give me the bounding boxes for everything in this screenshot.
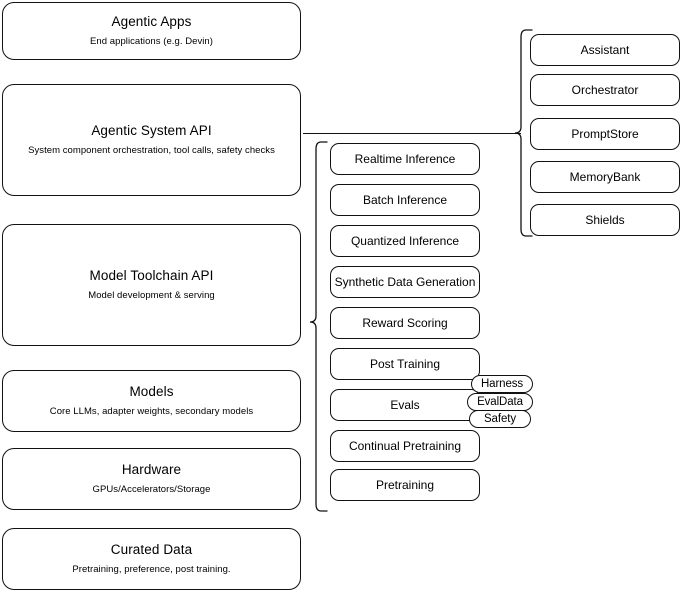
component-label: Assistant: [580, 42, 630, 57]
layer-title: Model Toolchain API: [89, 268, 214, 284]
brace-agentic-system-components: [508, 28, 534, 244]
capability-continual-pretraining[interactable]: Continual Pretraining: [330, 430, 480, 462]
brace-model-toolchain-capabilities: [303, 140, 329, 520]
component-shields[interactable]: Shields: [530, 204, 680, 236]
layer-title: Agentic Apps: [111, 14, 192, 30]
layer-card-agentic-apps[interactable]: Agentic Apps End applications (e.g. Devi…: [2, 2, 301, 60]
eval-tag-label: Safety: [483, 413, 516, 425]
component-promptstore[interactable]: PromptStore: [530, 118, 680, 150]
layer-card-hardware[interactable]: Hardware GPUs/Accelerators/Storage: [2, 448, 301, 510]
component-assistant[interactable]: Assistant: [530, 34, 680, 66]
capability-label: Realtime Inference: [354, 151, 456, 166]
component-label: Orchestrator: [571, 82, 639, 97]
capability-pretraining[interactable]: Pretraining: [330, 469, 480, 501]
capability-label: Evals: [390, 397, 420, 412]
layer-title: Hardware: [121, 462, 182, 478]
eval-tag-label: Harness: [480, 378, 524, 390]
eval-tag-evaldata[interactable]: EvalData: [467, 393, 533, 411]
capability-evals[interactable]: Evals: [330, 389, 480, 421]
eval-tag-label: EvalData: [477, 396, 523, 408]
layer-subtitle: Model development & serving: [88, 290, 215, 301]
capability-label: Batch Inference: [362, 192, 448, 207]
layer-subtitle: Pretraining, preference, post training.: [72, 564, 231, 575]
component-memorybank[interactable]: MemoryBank: [530, 161, 680, 193]
layer-title: Agentic System API: [91, 123, 212, 139]
capability-reward-scoring[interactable]: Reward Scoring: [330, 307, 480, 339]
capability-label: Reward Scoring: [362, 315, 448, 330]
capability-quantized-inference[interactable]: Quantized Inference: [330, 225, 480, 257]
component-label: Shields: [585, 212, 625, 227]
capability-label: Pretraining: [375, 477, 435, 492]
layer-subtitle: System component orchestration, tool cal…: [28, 145, 275, 156]
layer-title: Curated Data: [110, 542, 193, 558]
component-orchestrator[interactable]: Orchestrator: [530, 74, 680, 106]
layer-card-models[interactable]: Models Core LLMs, adapter weights, secon…: [2, 370, 301, 432]
layer-card-agentic-system-api[interactable]: Agentic System API System component orch…: [2, 84, 301, 196]
capability-label: Synthetic Data Generation: [334, 274, 476, 289]
layer-subtitle: Core LLMs, adapter weights, secondary mo…: [49, 406, 254, 417]
connector-line-agentic-system-api: [303, 133, 521, 135]
component-label: MemoryBank: [569, 169, 641, 184]
capability-label: Quantized Inference: [350, 233, 460, 248]
capability-realtime-inference[interactable]: Realtime Inference: [330, 143, 480, 175]
layer-subtitle: End applications (e.g. Devin): [90, 36, 213, 47]
layer-title: Models: [129, 384, 174, 400]
layer-card-model-toolchain-api[interactable]: Model Toolchain API Model development & …: [2, 224, 301, 346]
capability-synthetic-data-generation[interactable]: Synthetic Data Generation: [330, 266, 480, 298]
layer-subtitle: GPUs/Accelerators/Storage: [92, 484, 211, 495]
eval-tag-safety[interactable]: Safety: [469, 410, 531, 428]
eval-tag-harness[interactable]: Harness: [471, 375, 533, 393]
capability-label: Post Training: [369, 356, 441, 371]
capability-post-training[interactable]: Post Training: [330, 348, 480, 380]
layer-card-curated-data[interactable]: Curated Data Pretraining, preference, po…: [2, 528, 301, 590]
capability-batch-inference[interactable]: Batch Inference: [330, 184, 480, 216]
capability-label: Continual Pretraining: [348, 438, 462, 453]
component-label: PromptStore: [571, 126, 639, 141]
